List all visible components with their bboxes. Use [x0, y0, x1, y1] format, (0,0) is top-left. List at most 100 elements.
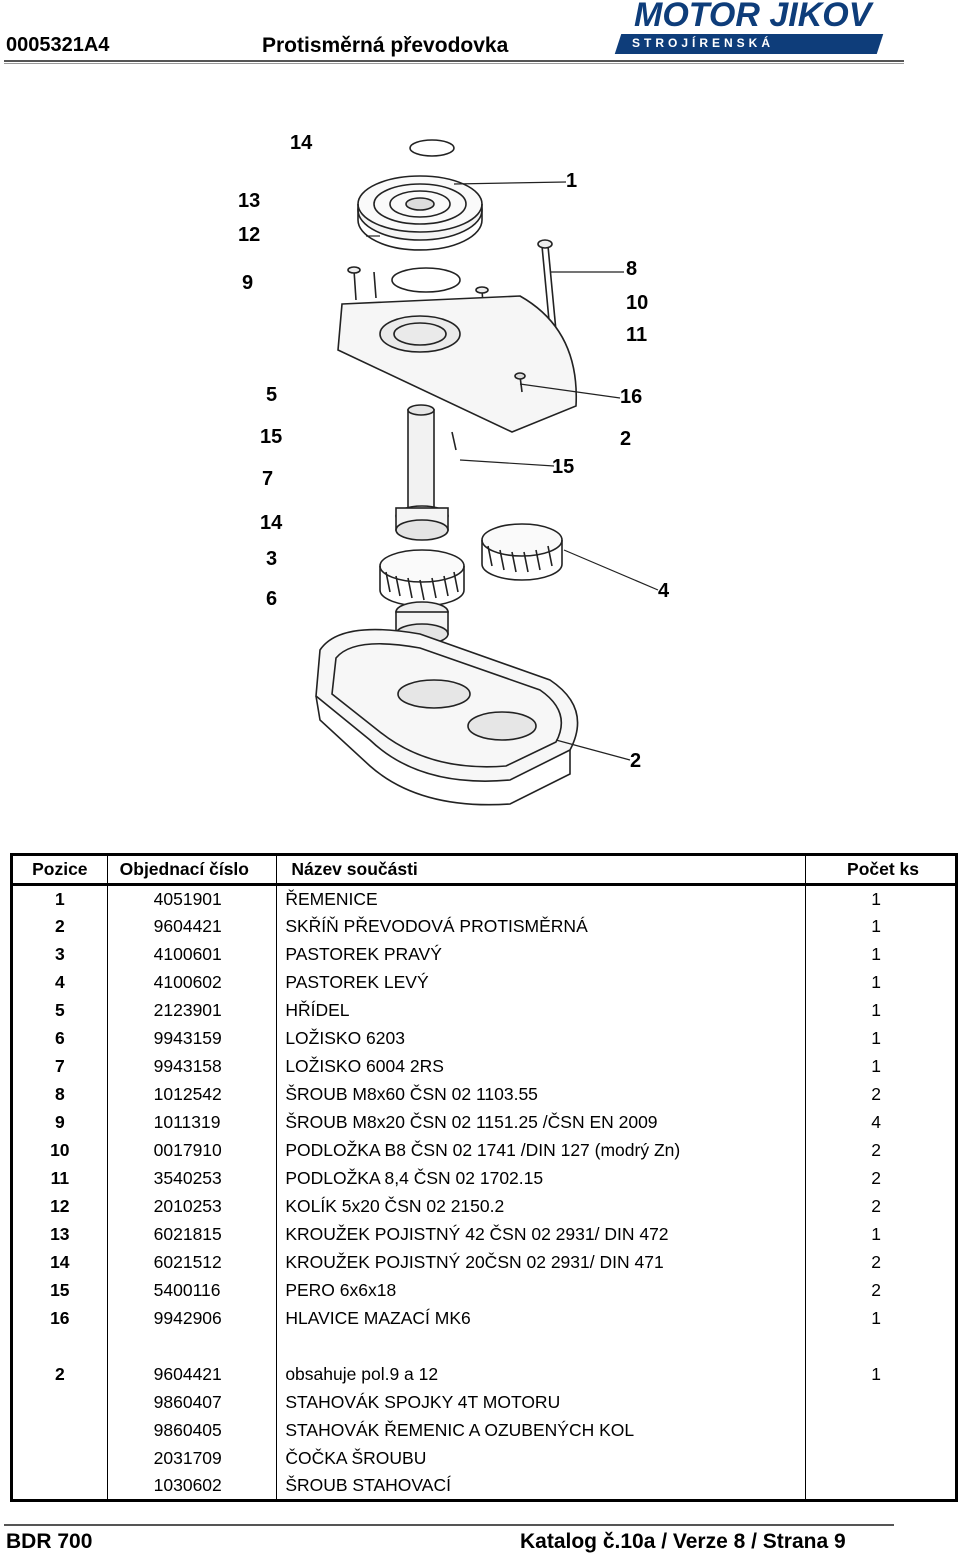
cell-position: 4	[11, 968, 108, 997]
cell-position: 16	[11, 1304, 108, 1333]
cell-order-number: 5400116	[106, 1276, 278, 1305]
table-spacer-row	[11, 1332, 957, 1361]
callout-label: 12	[238, 224, 261, 246]
callout-label: 3	[266, 548, 278, 570]
logo-wordmark: MOTOR JIKOV	[634, 0, 872, 34]
cell-quantity: 1	[804, 912, 957, 941]
cell-order-number: 1030602	[106, 1472, 278, 1501]
cell-part-name: PERO 6x6x18	[276, 1276, 806, 1305]
cell-order-number: 9943158	[106, 1052, 278, 1081]
cell-quantity: 4	[804, 1108, 957, 1137]
cell-part-name: PODLOŽKA 8,4 ČSN 02 1702.15	[276, 1164, 806, 1193]
cell-part-name: LOŽISKO 6203	[276, 1024, 806, 1053]
callout-label: 2	[630, 750, 642, 772]
cell-order-number: 9860405	[106, 1416, 278, 1445]
column-header-position: Pozice	[11, 854, 108, 886]
callout-label: 11	[626, 324, 648, 346]
callout-label: 13	[238, 190, 261, 212]
exploded-assembly-drawing: 14 1 13 12 9 8 10 11 5 16 15 2 7 15 14 3…	[220, 120, 700, 810]
cell-quantity: 1	[804, 968, 957, 997]
cell-quantity: 1	[804, 884, 957, 913]
cell-order-number: 6021815	[106, 1220, 278, 1249]
cell-order-number: 4051901	[106, 884, 278, 913]
cell-quantity: 1	[804, 940, 957, 969]
cell-order-number: 0017910	[106, 1136, 278, 1165]
cell-position: 15	[11, 1276, 108, 1305]
callout-label: 14	[260, 512, 283, 534]
cell-part-name: ČOČKA ŠROUBU	[276, 1444, 806, 1473]
cell-quantity: 2	[804, 1080, 957, 1109]
cell-order-number: 9604421	[106, 912, 278, 941]
cell-order-number: 4100602	[106, 968, 278, 997]
cell-quantity	[804, 1388, 957, 1417]
cell-order-number: 1012542	[106, 1080, 278, 1109]
cell-order-number: 4100601	[106, 940, 278, 969]
cell-position: 8	[11, 1080, 108, 1109]
page-footer: BDR 700 Katalog č.10a / Verze 8 / Strana…	[0, 1520, 960, 1559]
cell-part-name: obsahuje pol.9 a 12	[276, 1360, 806, 1389]
cell-quantity: 1	[804, 1304, 957, 1333]
cell-part-name: KROUŽEK POJISTNÝ 42 ČSN 02 2931/ DIN 472	[276, 1220, 806, 1249]
cell-position: 10	[11, 1136, 108, 1165]
cell-position: 11	[11, 1164, 108, 1193]
page-header: 0005321A4 Protisměrná převodovka MOTOR J…	[0, 0, 960, 70]
cell-position: 3	[11, 940, 108, 969]
cell-position: 12	[11, 1192, 108, 1221]
document-code: 0005321A4	[6, 34, 110, 56]
column-header-part-name: Název součásti	[276, 854, 806, 886]
cell-part-name: SKŘÍŇ PŘEVODOVÁ PROTISMĚRNÁ	[276, 912, 806, 941]
cell-order-number: 6021512	[106, 1248, 278, 1277]
footer-divider	[4, 1524, 894, 1526]
cell-quantity	[804, 1472, 957, 1501]
cell-quantity: 1	[804, 1052, 957, 1081]
cell-order-number: 9942906	[106, 1304, 278, 1333]
cell-part-name: ŠROUB M8x60 ČSN 02 1103.55	[276, 1080, 806, 1109]
cell-position: 13	[11, 1220, 108, 1249]
callout-label: 2	[620, 428, 632, 450]
cell-order-number: 2031709	[106, 1444, 278, 1473]
cell-part-name: PASTOREK LEVÝ	[276, 968, 806, 997]
cell-quantity: 1	[804, 1220, 957, 1249]
cell-quantity: 2	[804, 1164, 957, 1193]
cell-part-name: ŠROUB STAHOVACÍ	[276, 1472, 806, 1501]
callout-label: 10	[626, 292, 649, 314]
cell-quantity: 1	[804, 1024, 957, 1053]
cell-order-number: 9943159	[106, 1024, 278, 1053]
cell-order-number: 3540253	[106, 1164, 278, 1193]
logo-subtitle: STROJÍRENSKÁ	[632, 36, 775, 50]
cell-part-name: ŠROUB M8x20 ČSN 02 1151.25 /ČSN EN 2009	[276, 1108, 806, 1137]
cell-position	[11, 1388, 108, 1417]
cell-quantity	[804, 1444, 957, 1473]
callout-label: 4	[658, 580, 670, 602]
cell-part-name: STAHOVÁK ŘEMENIC A OZUBENÝCH KOL	[276, 1416, 806, 1445]
cell-order-number: 9604421	[106, 1360, 278, 1389]
footer-catalog-info: Katalog č.10a / Verze 8 / Strana 9	[520, 1530, 846, 1553]
cell-quantity: 2	[804, 1136, 957, 1165]
cell-position: 14	[11, 1248, 108, 1277]
cell-order-number: 2123901	[106, 996, 278, 1025]
cell-part-name: KOLÍK 5x20 ČSN 02 2150.2	[276, 1192, 806, 1221]
callout-label: 9	[242, 272, 254, 294]
cell-position	[11, 1416, 108, 1445]
callout-label: 6	[266, 588, 278, 610]
cell-part-name: HLAVICE MAZACÍ MK6	[276, 1304, 806, 1333]
callout-label: 1	[566, 170, 578, 192]
cell-part-name: KROUŽEK POJISTNÝ 20ČSN 02 2931/ DIN 471	[276, 1248, 806, 1277]
cell-position: 1	[11, 884, 108, 913]
